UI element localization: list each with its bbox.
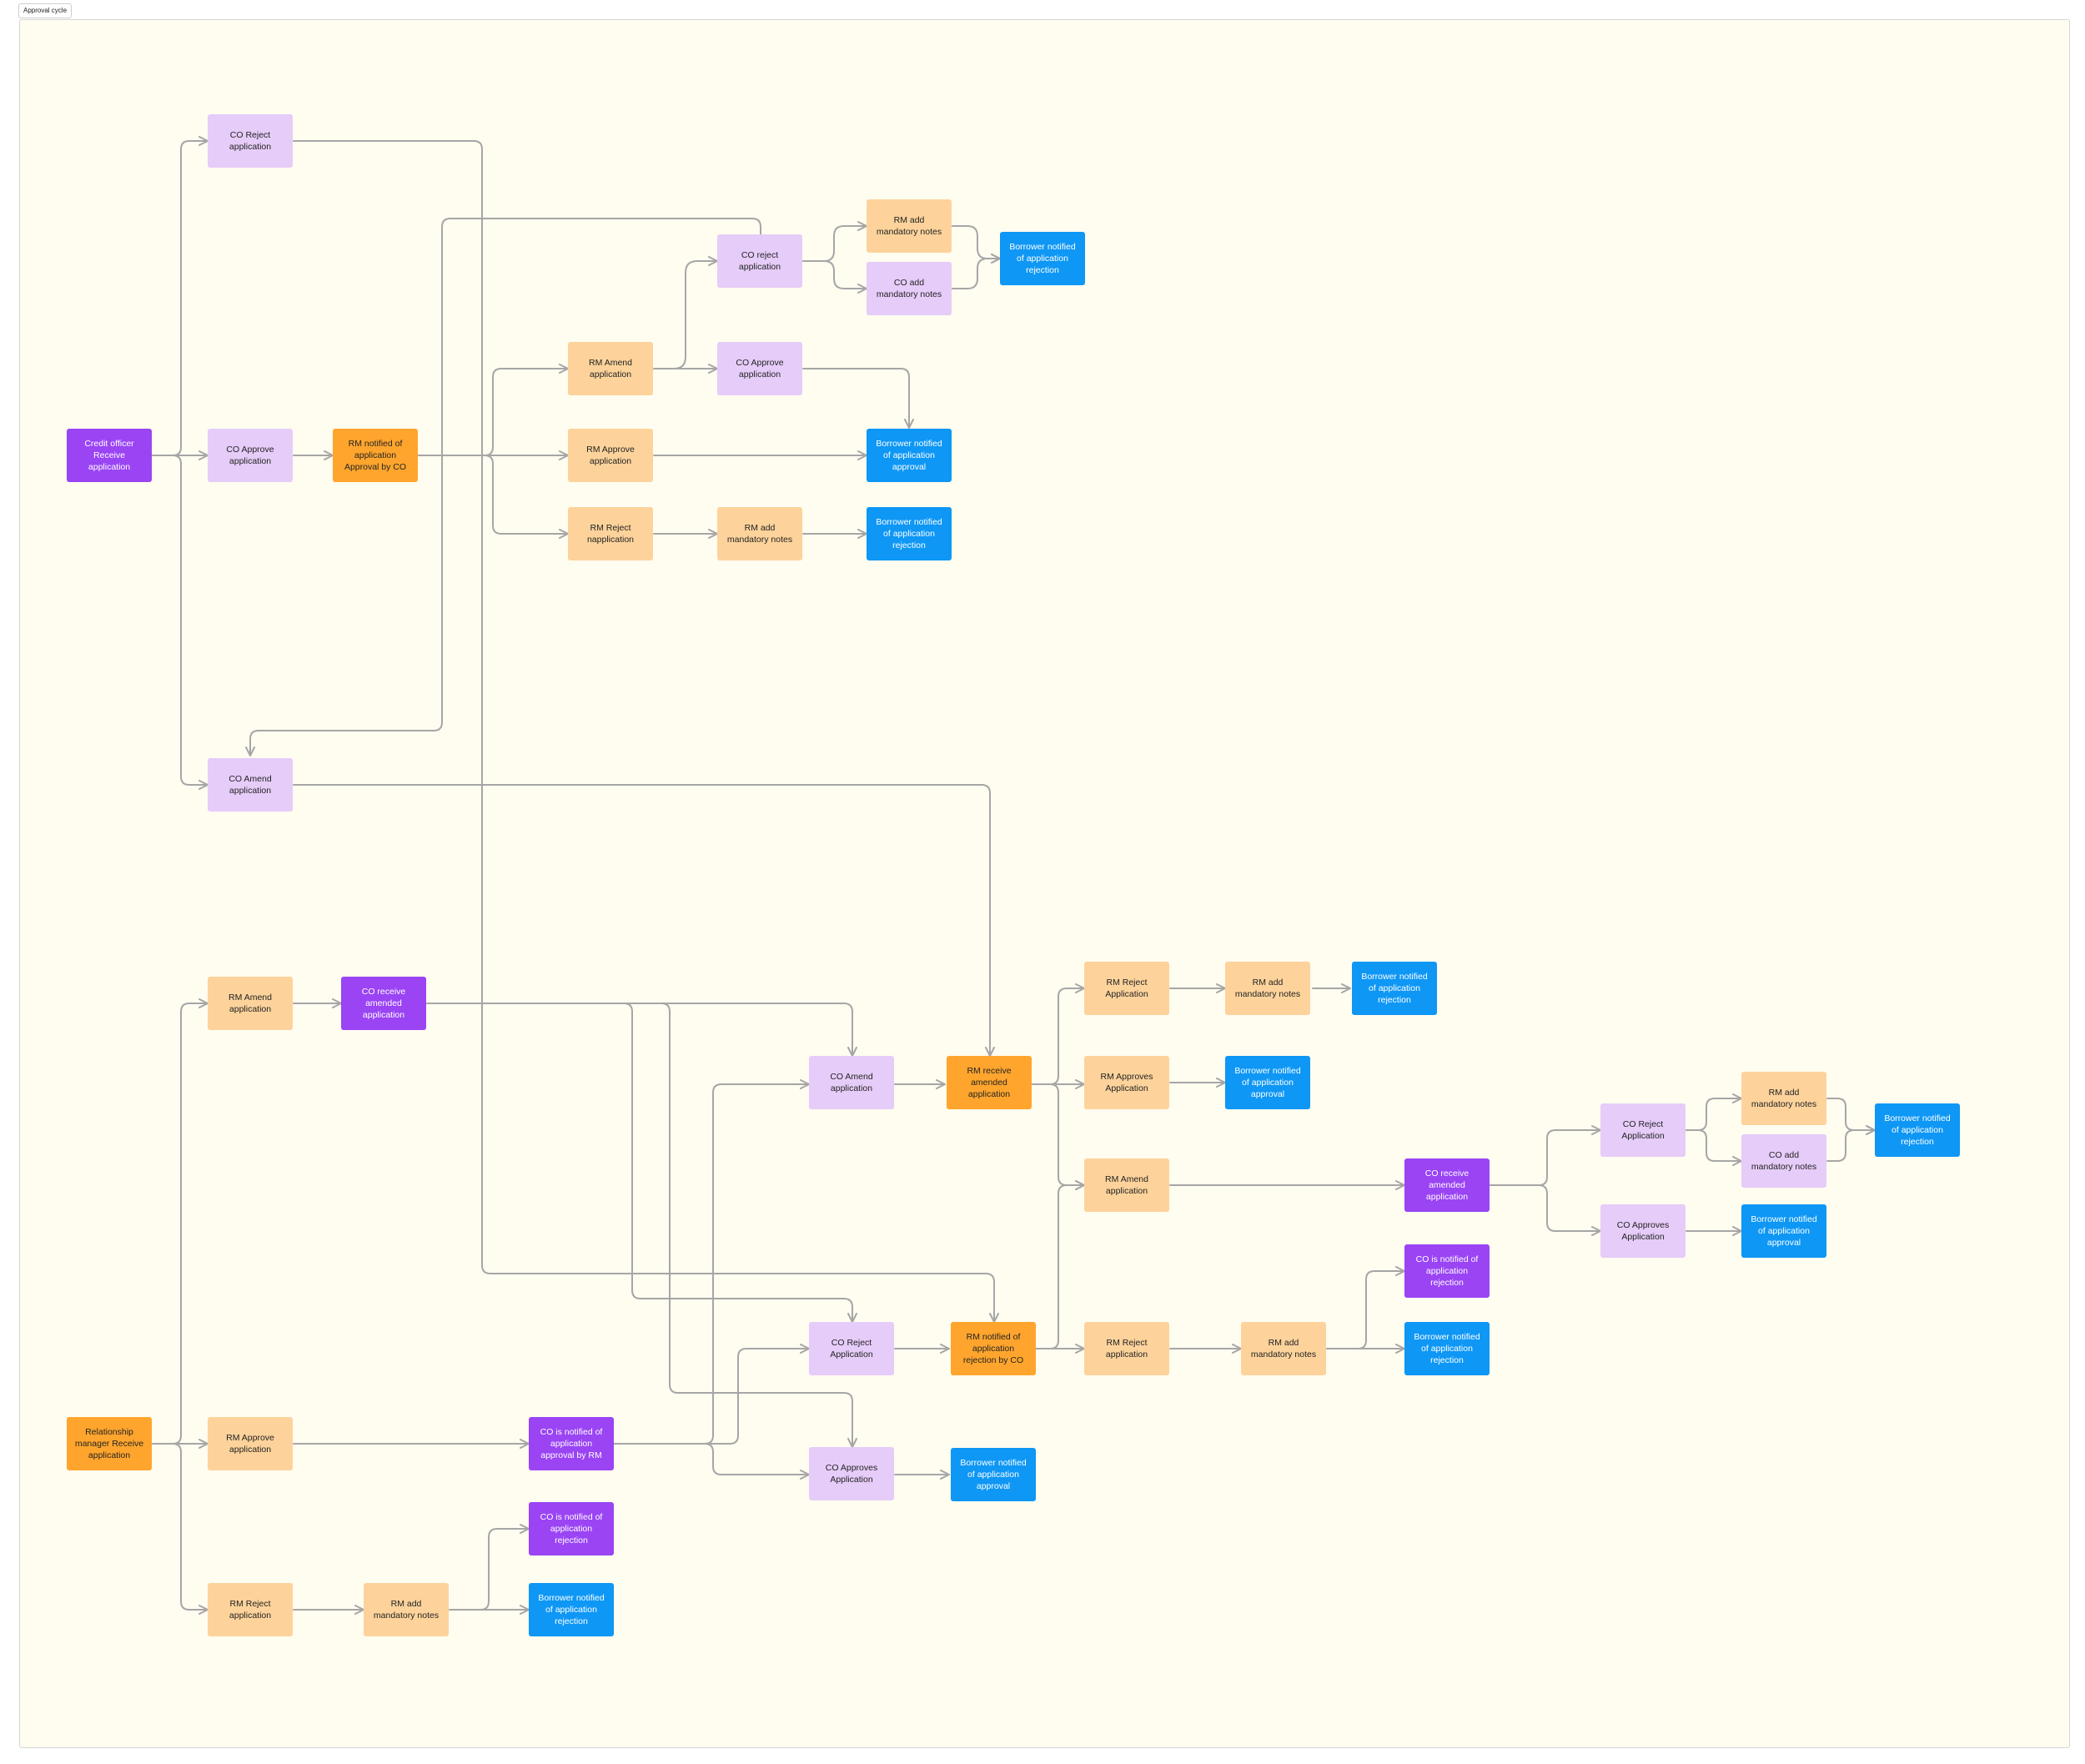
- node-co-reject-application-2[interactable]: CO reject application: [717, 234, 802, 288]
- edge: [152, 998, 208, 1445]
- edge: [1686, 1093, 1742, 1131]
- node-co-reject-application[interactable]: CO Reject Application: [1600, 1103, 1686, 1157]
- edge: [293, 140, 999, 1323]
- node-borrower-notified-rejection[interactable]: Borrower notified of application rejecti…: [1404, 1322, 1490, 1375]
- edge: [802, 221, 867, 262]
- node-borrower-notified-rejection[interactable]: Borrower notified of application rejecti…: [1352, 962, 1437, 1015]
- edge: [614, 1344, 810, 1445]
- node-rm-approve-application[interactable]: RM Approve application: [208, 1417, 293, 1470]
- node-co-amend-application[interactable]: CO Amend application: [208, 758, 293, 812]
- node-borrower-notified-approval[interactable]: Borrower notified of application approva…: [1741, 1204, 1826, 1258]
- node-rm-amend-application[interactable]: RM Amend application: [208, 977, 293, 1030]
- edge: [293, 784, 995, 1057]
- node-co-reject-application[interactable]: CO Reject Application: [809, 1322, 894, 1375]
- node-co-notified-rejection[interactable]: CO is notified of application rejection: [529, 1502, 614, 1555]
- edge: [1686, 1129, 1742, 1166]
- edge: [418, 364, 569, 456]
- node-rm-add-mandatory-notes[interactable]: RM add mandatory notes: [1241, 1322, 1326, 1375]
- node-co-approve-application-2[interactable]: CO Approve application: [717, 342, 802, 395]
- node-rm-add-mandatory-notes[interactable]: RM add mandatory notes: [1741, 1072, 1826, 1125]
- edge: [1490, 1125, 1601, 1186]
- node-borrower-notified-rejection[interactable]: Borrower notified of application rejecti…: [529, 1583, 614, 1636]
- node-rm-reject-application[interactable]: RM Reject napplication: [568, 507, 653, 560]
- node-rm-approves-application[interactable]: RM Approves Application: [1084, 1056, 1169, 1109]
- edge: [802, 260, 867, 294]
- node-borrower-notified-approval[interactable]: Borrower notified of application approva…: [1225, 1056, 1310, 1109]
- edge: [1030, 983, 1085, 1085]
- node-borrower-notified-approval[interactable]: Borrower notified of application approva…: [951, 1448, 1036, 1501]
- node-co-approves-application[interactable]: CO Approves Application: [809, 1447, 894, 1500]
- edge: [152, 1443, 208, 1615]
- edge: [152, 136, 208, 456]
- edge: [614, 1443, 810, 1480]
- edge: [1326, 1266, 1405, 1349]
- node-rm-amend-application[interactable]: RM Amend application: [568, 342, 653, 395]
- edge: [1490, 1184, 1601, 1236]
- node-rm-notified-approval[interactable]: RM notified of application Approval by C…: [333, 429, 418, 482]
- edge: [1826, 1125, 1876, 1162]
- node-rm-reject-application[interactable]: RM Reject application: [1084, 1322, 1169, 1375]
- edge: [653, 256, 718, 369]
- node-rm-add-mandatory-notes[interactable]: RM add mandatory notes: [364, 1583, 449, 1636]
- edge: [245, 218, 761, 756]
- edge: [802, 368, 914, 429]
- node-co-approves-application[interactable]: CO Approves Application: [1600, 1204, 1686, 1258]
- edge: [418, 455, 569, 539]
- node-rm-amend-application[interactable]: RM Amend application: [1084, 1158, 1169, 1212]
- edge: [952, 225, 1001, 264]
- node-relationship-manager-receive[interactable]: Relationship manager Receive application: [67, 1417, 152, 1470]
- edge: [1826, 1098, 1876, 1135]
- edge: [1034, 1180, 1085, 1349]
- node-rm-add-mandatory-notes[interactable]: RM add mandatory notes: [717, 507, 802, 560]
- node-co-amend-application[interactable]: CO Amend application: [809, 1056, 894, 1109]
- node-borrower-notified-rejection[interactable]: Borrower notified of application rejecti…: [867, 507, 952, 560]
- node-rm-add-mandatory-notes[interactable]: RM add mandatory notes: [867, 199, 952, 253]
- edge: [623, 1003, 857, 1323]
- edge: [426, 1003, 857, 1057]
- node-co-reject-application[interactable]: CO Reject application: [208, 114, 293, 168]
- edge: [614, 1079, 810, 1445]
- node-rm-approve-application[interactable]: RM Approve application: [568, 429, 653, 482]
- node-co-notified-rejection[interactable]: CO is notified of application rejection: [1404, 1244, 1490, 1298]
- edge: [449, 1524, 530, 1611]
- diagram-canvas: [19, 19, 2070, 1748]
- node-borrower-notified-rejection[interactable]: Borrower notified of application rejecti…: [1000, 232, 1085, 285]
- node-rm-reject-application[interactable]: RM Reject application: [208, 1583, 293, 1636]
- node-borrower-notified-rejection[interactable]: Borrower notified of application rejecti…: [1875, 1103, 1960, 1157]
- frame-title: Approval cycle: [18, 3, 73, 18]
- node-rm-notified-rejection[interactable]: RM notified of application rejection by …: [951, 1322, 1036, 1375]
- node-rm-reject-application[interactable]: RM Reject Application: [1084, 962, 1169, 1015]
- node-co-add-mandatory-notes[interactable]: CO add mandatory notes: [867, 262, 952, 315]
- node-credit-officer-receive[interactable]: Credit officer Receive application: [67, 429, 152, 482]
- edge: [952, 254, 1001, 289]
- node-co-receive-amended[interactable]: CO receive amended application: [1404, 1158, 1490, 1212]
- edge: [1030, 1083, 1085, 1190]
- node-co-receive-amended[interactable]: CO receive amended application: [341, 977, 426, 1030]
- node-rm-add-mandatory-notes[interactable]: RM add mandatory notes: [1225, 962, 1310, 1015]
- node-rm-receive-amended[interactable]: RM receive amended application: [947, 1056, 1032, 1109]
- node-borrower-notified-approval[interactable]: Borrower notified of application approva…: [867, 429, 952, 482]
- node-co-add-mandatory-notes[interactable]: CO add mandatory notes: [1741, 1134, 1826, 1188]
- edge: [152, 455, 208, 790]
- edge: [661, 1003, 857, 1448]
- node-co-approve-application[interactable]: CO Approve application: [208, 429, 293, 482]
- node-co-notified-approval-by-rm[interactable]: CO is notified of application approval b…: [529, 1417, 614, 1470]
